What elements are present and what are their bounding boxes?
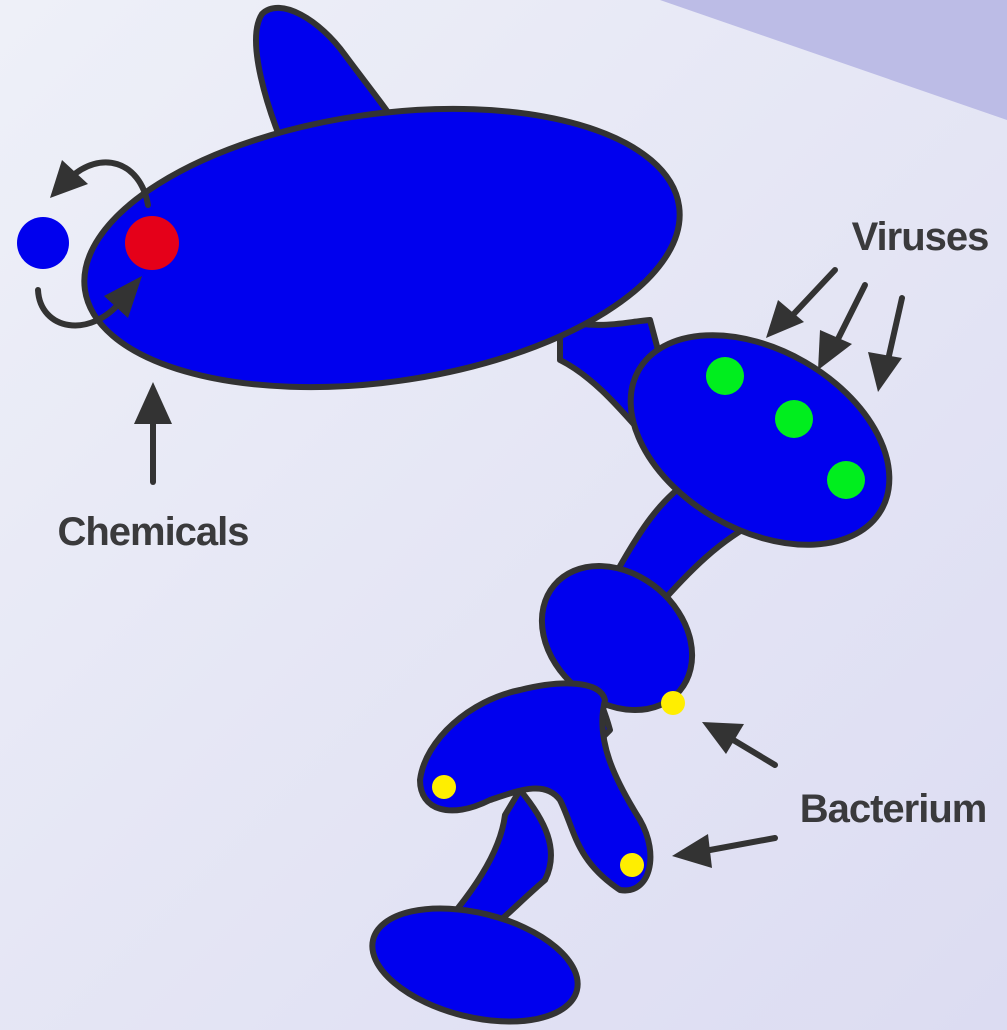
chemicals-pointer-head — [134, 382, 172, 424]
bacterium-arrow-1-line — [730, 738, 775, 765]
chemicals-label: Chemicals — [57, 510, 248, 554]
bacterium-arrow-2-line — [710, 838, 775, 850]
chemical-inside-dot — [125, 216, 179, 270]
tail-segment — [361, 889, 590, 1030]
bacterium-arrow-1-head — [702, 722, 744, 754]
virus-arrow-3-head — [868, 352, 902, 392]
virus-dot-3 — [827, 461, 865, 499]
chemical-outside-dot — [17, 217, 69, 269]
virus-arrow-2-line — [835, 285, 865, 345]
bacterium-dot-2 — [432, 775, 456, 799]
virus-arrow-3-line — [888, 298, 902, 360]
bacterium-dot-3 — [620, 853, 644, 877]
virus-dot-1 — [706, 357, 744, 395]
corner-shade — [660, 0, 1007, 120]
virus-arrow-2-head — [818, 330, 852, 370]
bacterium-dot-1 — [661, 691, 685, 715]
virus-arrow-1-line — [790, 270, 835, 318]
bacterium-arrow-2-head — [672, 834, 712, 868]
viruses-label: Viruses — [852, 215, 989, 259]
bacterium-label: Bacterium — [800, 787, 987, 831]
virus-dot-2 — [775, 400, 813, 438]
